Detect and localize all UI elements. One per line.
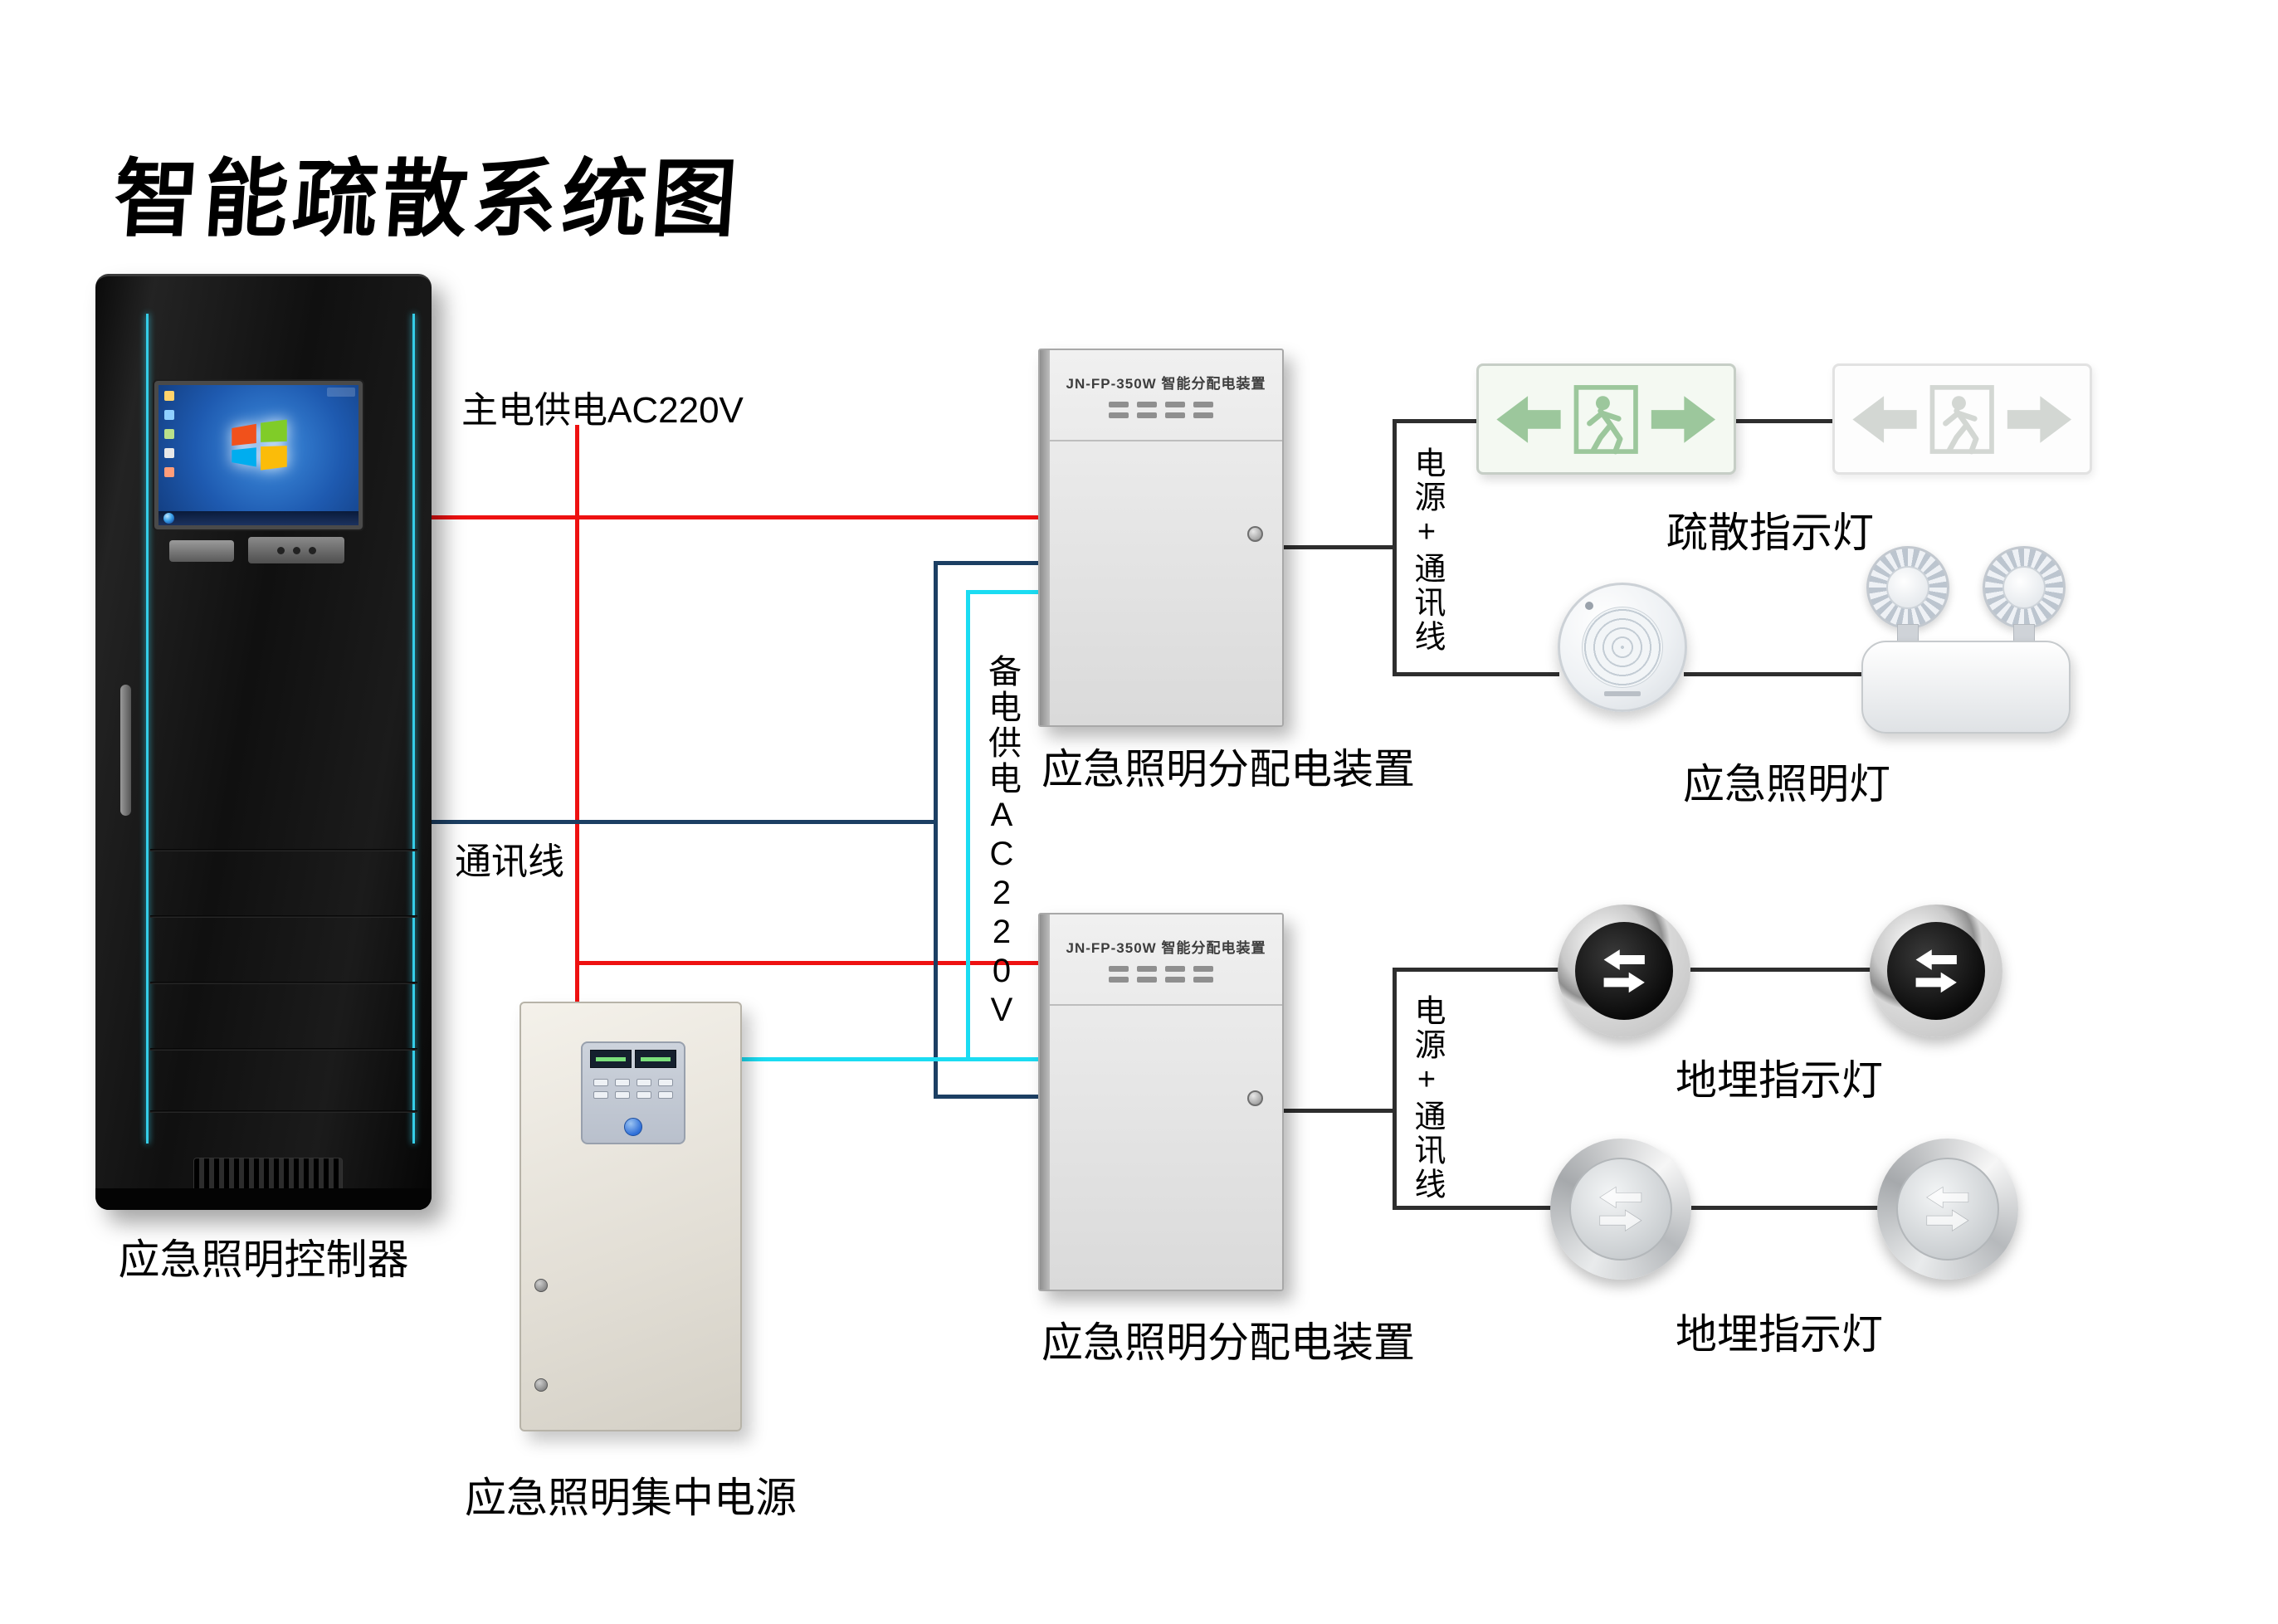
central-power-cabinet xyxy=(520,1002,742,1431)
box1-output-bus xyxy=(1393,419,1397,676)
box1-output-wire xyxy=(1283,545,1396,549)
comm-wire-vertical xyxy=(934,561,938,1099)
rack-seam xyxy=(150,1048,417,1051)
comm-wire-to-box2 xyxy=(934,1095,1040,1099)
indicator-marks xyxy=(1109,966,1213,983)
windows-logo-icon xyxy=(231,419,287,471)
wire-to-ceiling-light xyxy=(1393,672,1559,676)
rack-seam xyxy=(150,1110,417,1113)
controller-label: 应急照明控制器 xyxy=(118,1236,409,1283)
lamp-body xyxy=(1861,641,2071,734)
cabinet-base xyxy=(95,1188,432,1210)
comm-wire-from-controller xyxy=(430,820,938,824)
desktop-icons xyxy=(164,391,174,477)
exit-signs-label: 疏散指示灯 xyxy=(1666,510,1874,556)
exit-sign-2 xyxy=(1832,363,2092,475)
box-side-panel xyxy=(1040,350,1050,725)
display-window xyxy=(590,1050,632,1068)
cabinet-accent-light-right xyxy=(412,314,415,1144)
rack-seam xyxy=(150,982,417,984)
door-handle xyxy=(120,685,131,816)
drive-bay xyxy=(169,540,234,562)
ground-light-silver-1 xyxy=(1550,1139,1691,1280)
distribution-box-bottom: JN-FP-350W 智能分配电装置 xyxy=(1038,913,1284,1291)
wire-to-exit-sign-1 xyxy=(1393,419,1478,423)
box-panel-title: JN-FP-350W 智能分配电装置 xyxy=(1066,940,1266,956)
ceiling-emergency-light xyxy=(1558,583,1687,712)
ground-light-black-2 xyxy=(1870,905,2002,1037)
emergency-lights-label: 应急照明灯 xyxy=(1683,761,1890,807)
exit-running-man-icon xyxy=(1496,384,1716,454)
wire-ground-black-1-to-2 xyxy=(1690,968,1871,972)
exit-running-man-icon xyxy=(1852,384,2072,454)
distribution-box-bottom-label: 应急照明分配电装置 xyxy=(1041,1319,1415,1366)
twin-spot-emergency-light xyxy=(1861,546,2071,737)
emergency-lighting-controller-cabinet xyxy=(95,274,432,1210)
power-control-panel xyxy=(581,1041,685,1144)
backup-power-wire-vertical xyxy=(966,590,970,1061)
ground-lights-bottom-label: 地埋指示灯 xyxy=(1676,1311,1883,1358)
door-lock xyxy=(1247,526,1263,542)
cabinet-lock xyxy=(534,1279,548,1292)
box-side-panel xyxy=(1040,914,1050,1290)
backup-power-wire-to-box2 xyxy=(742,1057,1040,1061)
ground-lights-top-label: 地埋指示灯 xyxy=(1676,1057,1883,1104)
distribution-box-top-label: 应急照明分配电装置 xyxy=(1041,746,1415,792)
ground-light-silver-2 xyxy=(1877,1139,2018,1280)
main-power-wire-to-box2 xyxy=(575,961,1040,965)
main-power-label: 主电供电AC220V xyxy=(461,390,744,431)
ground-light-face xyxy=(1569,1158,1672,1261)
round-indicator xyxy=(624,1118,642,1136)
control-buttons xyxy=(248,537,344,563)
rack-seam xyxy=(150,915,417,918)
ground-light-face xyxy=(1887,922,1985,1020)
panel-buttons xyxy=(588,1079,678,1099)
indicator-marks xyxy=(1109,402,1213,418)
double-arrow-icon xyxy=(1599,1186,1642,1232)
double-arrow-icon xyxy=(1603,949,1645,993)
wire-to-ground-light-silver-1 xyxy=(1393,1206,1552,1210)
speaker-rings xyxy=(1582,607,1663,688)
door-seam xyxy=(1050,440,1282,441)
main-power-wire-vertical xyxy=(575,425,579,1004)
power-comm-label-top: 电源+通讯线 xyxy=(1409,446,1444,654)
comm-wire-to-box1 xyxy=(934,561,1040,565)
cabinet-accent-light-left xyxy=(146,314,149,1144)
lamp-head-right xyxy=(1983,546,2066,629)
controller-screen xyxy=(153,379,364,531)
rack-seam xyxy=(150,849,417,851)
backup-power-label: 备电供电AC220V xyxy=(983,654,1020,1031)
diagram-title: 智能疏散系统图 xyxy=(110,149,745,249)
comm-line-label: 通讯线 xyxy=(455,841,564,882)
sensor-dot xyxy=(1585,602,1593,610)
wire-ground-silver-1-to-2 xyxy=(1691,1206,1879,1210)
ground-light-face xyxy=(1896,1158,1999,1261)
system-tray xyxy=(327,388,355,397)
double-arrow-icon xyxy=(1926,1186,1969,1232)
taskbar xyxy=(159,511,359,525)
wire-exit-sign-1-to-2 xyxy=(1736,419,1834,423)
wire-ceiling-to-twin-light xyxy=(1684,672,1863,676)
double-arrow-icon xyxy=(1915,949,1957,993)
box2-output-wire xyxy=(1283,1109,1396,1113)
ground-light-black-1 xyxy=(1558,905,1690,1037)
box2-output-bus xyxy=(1393,968,1397,1210)
display-window xyxy=(635,1050,676,1068)
brand-mark xyxy=(1604,691,1641,696)
door-seam xyxy=(1050,1004,1282,1006)
lamp-head-left xyxy=(1866,546,1949,629)
distribution-box-top: JN-FP-350W 智能分配电装置 xyxy=(1038,349,1284,727)
start-orb-icon xyxy=(163,513,174,524)
ground-light-face xyxy=(1575,922,1673,1020)
windows-desktop xyxy=(159,385,359,525)
exit-sign-1 xyxy=(1476,363,1736,475)
power-comm-label-bottom: 电源+通讯线 xyxy=(1409,994,1444,1202)
main-power-wire-to-box1 xyxy=(430,515,1040,519)
box-panel-title: JN-FP-350W 智能分配电装置 xyxy=(1066,376,1266,392)
cabinet-lock xyxy=(534,1378,548,1392)
backup-power-wire-to-box1 xyxy=(966,590,1040,594)
central-power-label: 应急照明集中电源 xyxy=(465,1475,797,1521)
wire-to-ground-light-black-1 xyxy=(1393,968,1559,972)
door-lock xyxy=(1247,1090,1263,1106)
